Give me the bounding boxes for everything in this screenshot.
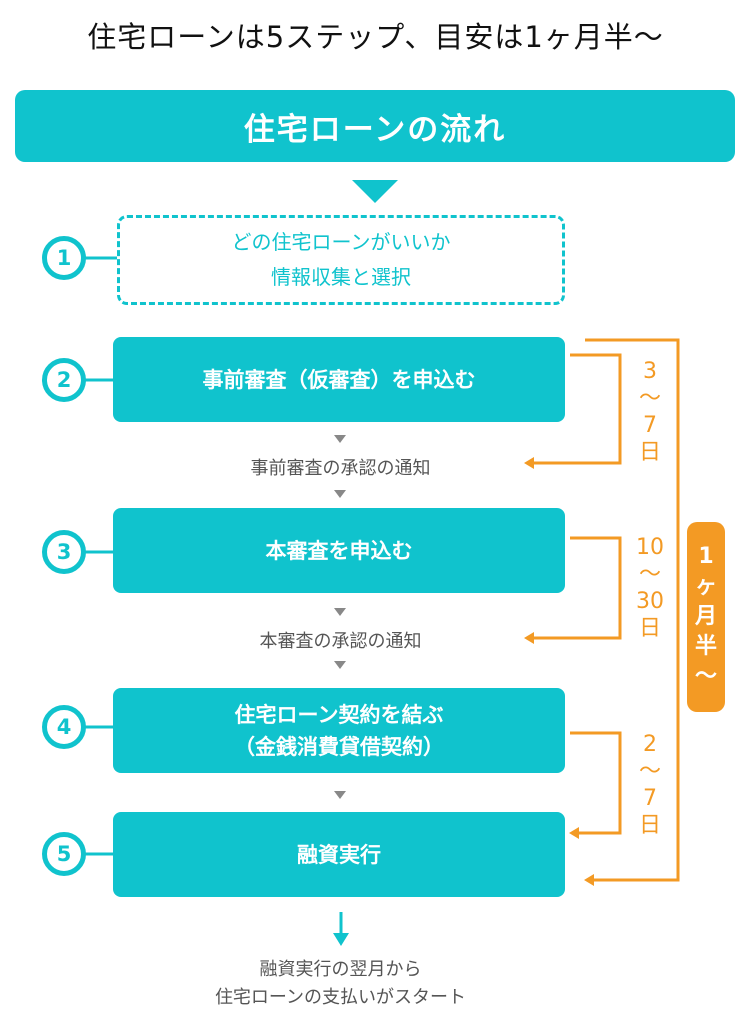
step-3-box: 本審査を申込む	[113, 508, 565, 593]
step-1-box: どの住宅ローンがいいか 情報収集と選択	[117, 215, 565, 305]
step-2-label: 事前審査（仮審査）を申込む	[202, 367, 476, 392]
step-2-box: 事前審査（仮審査）を申込む	[113, 337, 565, 422]
footer-note: 融資実行の翌月から 住宅ローンの支払いがスタート	[0, 956, 681, 1012]
circle-connector-lines	[85, 256, 117, 856]
page-title: 住宅ローンは5ステップ、目安は1ヶ月半〜	[87, 20, 664, 54]
step-4-box: 住宅ローン契約を結ぶ （金銭消費貸借契約）	[113, 688, 565, 773]
step-4-line-2: （金銭消費貸借契約）	[234, 734, 444, 759]
small-down-triangles	[334, 435, 346, 799]
orange-arrowheads	[524, 457, 594, 886]
step-5-label: 融資実行	[297, 842, 381, 867]
step-3-label: 本審査を申込む	[265, 538, 413, 563]
arrow-down-icon	[333, 933, 349, 946]
down-triangle-icon	[352, 180, 398, 203]
step-4-line-1: 住宅ローン契約を結ぶ	[234, 702, 444, 727]
flow-banner: 住宅ローンの流れ	[15, 90, 735, 162]
orange-brackets	[532, 338, 680, 882]
step-5-box: 融資実行	[113, 812, 565, 897]
step-1-number: 1	[42, 236, 86, 280]
approval-note: 本審査の承認の通知	[259, 631, 422, 652]
footer-line-2: 住宅ローンの支払いがスタート	[214, 987, 467, 1008]
step-5-number: 5	[42, 832, 86, 876]
footer-line-1: 融資実行の翌月から	[259, 959, 422, 980]
step-1-line-1: どの住宅ローンがいいか	[231, 230, 451, 254]
step-3-number: 3	[42, 530, 86, 574]
step-2-number: 2	[42, 358, 86, 402]
step-1-line-2: 情報収集と選択	[271, 265, 411, 289]
step-4-number: 4	[42, 705, 86, 749]
pre-approval-note: 事前審査の承認の通知	[250, 458, 431, 479]
